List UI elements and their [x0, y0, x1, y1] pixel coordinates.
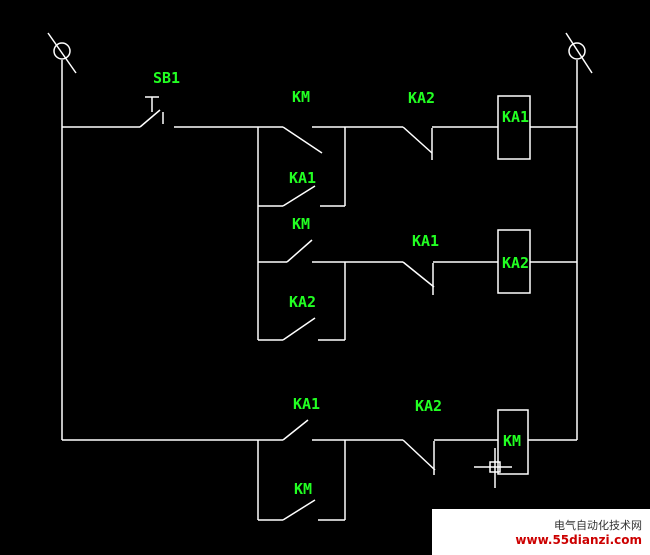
- label-ka1-rung1: KA1: [289, 169, 316, 187]
- label-coil-ka1: KA1: [502, 108, 529, 126]
- rung-1: [62, 95, 577, 207]
- label-coil-km: KM: [503, 432, 521, 450]
- label-sb1: SB1: [153, 69, 180, 87]
- label-ka2-rung3: KA2: [415, 397, 442, 415]
- rung-3: [62, 409, 577, 521]
- label-ka2-rung2: KA2: [289, 293, 316, 311]
- site-watermark: 电气自动化技术网 www.55dianzi.com: [432, 509, 650, 555]
- label-ka1-rung2: KA1: [412, 232, 439, 250]
- label-km-rung3: KM: [294, 480, 312, 498]
- label-km-rung2: KM: [292, 215, 310, 233]
- rung-2: [257, 206, 577, 341]
- km-holding-contact-rung3: [257, 440, 346, 521]
- ka1-holding-contact-rung1: [257, 127, 346, 207]
- km-contact-rung1: [258, 126, 345, 154]
- cad-cursor-icon: [474, 448, 512, 488]
- ka1-coil: [497, 95, 531, 160]
- sb1-pushbutton-contact: [139, 96, 258, 128]
- left-fuse-symbol: [47, 32, 77, 74]
- ka2-interlock-contact-rung1: [345, 126, 498, 160]
- ka2-holding-contact-rung2: [257, 262, 346, 341]
- label-ka2-rung1: KA2: [408, 89, 435, 107]
- label-ka1-rung3: KA1: [293, 395, 320, 413]
- label-km-rung1: KM: [292, 88, 310, 106]
- watermark-site-name: 电气自动化技术网: [554, 519, 642, 532]
- km-contact-rung2: [257, 206, 345, 263]
- ka1-interlock-contact-rung2: [345, 261, 498, 295]
- km-coil: [497, 409, 529, 475]
- ka2-contact-rung3: [345, 439, 498, 475]
- ka1-contact-rung3: [258, 419, 345, 441]
- right-fuse-symbol: [565, 32, 593, 74]
- label-coil-ka2: KA2: [502, 254, 529, 272]
- watermark-url: www.55dianzi.com: [515, 533, 642, 547]
